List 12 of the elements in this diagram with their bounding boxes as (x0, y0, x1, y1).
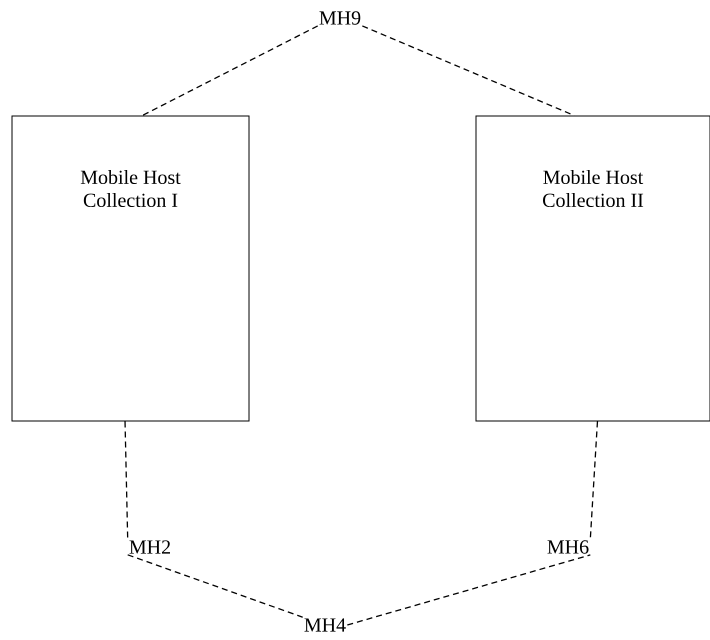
dashed-connector (142, 25, 318, 116)
dashed-connector (362, 25, 574, 116)
host-label: MH4 (304, 618, 346, 632)
host-label: MH9 (319, 11, 360, 25)
collection-box: Mobile Host Collection II (476, 116, 710, 422)
dashed-connector (124, 421, 128, 540)
host-label: MH2 (129, 540, 170, 554)
dashed-connector (127, 554, 303, 618)
dashed-connector (590, 421, 598, 540)
dashed-connector (347, 554, 590, 626)
host-label: MH6 (547, 540, 589, 554)
collection-box: Mobile Host Collection I (12, 116, 250, 422)
